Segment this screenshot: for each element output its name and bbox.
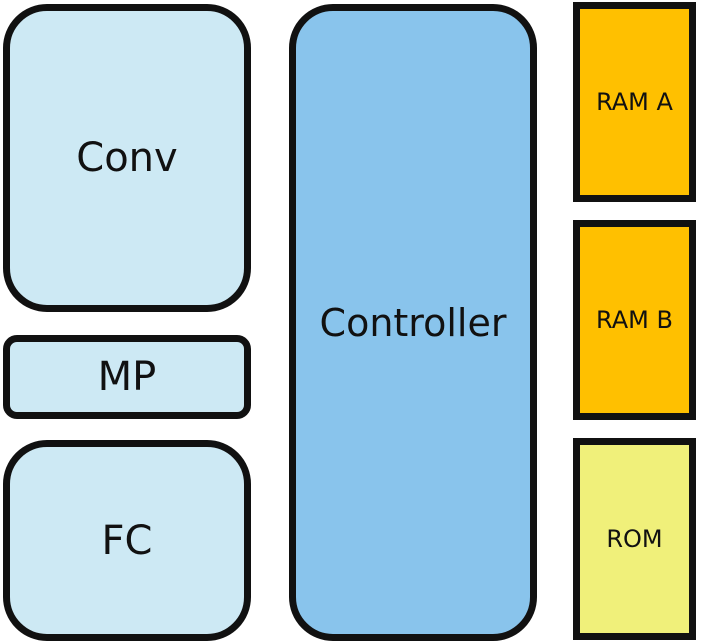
- fc-block: FC: [3, 440, 251, 641]
- conv-block: Conv: [3, 4, 251, 312]
- mp-label: MP: [97, 354, 157, 400]
- ram-b-label: RAM B: [596, 306, 673, 334]
- rom-label: ROM: [606, 525, 663, 553]
- conv-label: Conv: [76, 135, 178, 181]
- fc-label: FC: [101, 517, 153, 564]
- ram-b-block: RAM B: [573, 220, 696, 420]
- rom-block: ROM: [573, 438, 696, 640]
- ram-a-label: RAM A: [596, 88, 673, 116]
- controller-block: Controller: [289, 4, 537, 641]
- mp-block: MP: [3, 335, 251, 419]
- controller-label: Controller: [319, 300, 507, 345]
- ram-a-block: RAM A: [573, 2, 696, 202]
